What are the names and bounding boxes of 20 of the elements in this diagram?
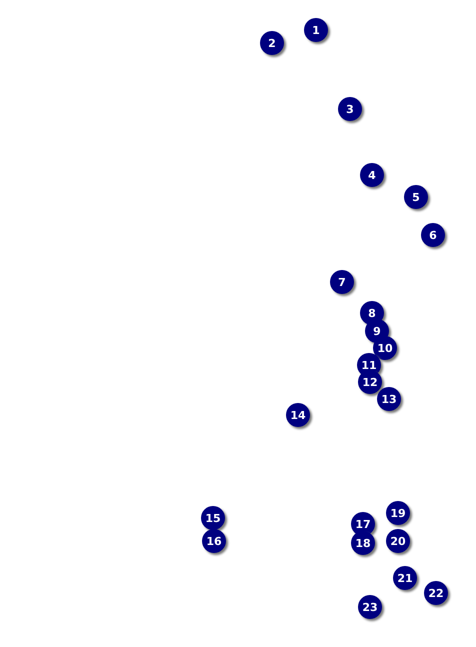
callout-number: 1 (304, 18, 328, 42)
callout-number: 23 (358, 595, 382, 619)
callout-number: 14 (286, 403, 310, 427)
callout-number: 22 (424, 581, 448, 605)
callout-number: 18 (351, 531, 375, 555)
callout-number: 5 (404, 185, 428, 209)
callout-number: 2 (260, 31, 284, 55)
callout-number: 20 (386, 529, 410, 553)
callout-number: 13 (377, 387, 401, 411)
callout-number: 3 (338, 97, 362, 121)
callout-number: 19 (386, 501, 410, 525)
callout-number: 17 (351, 512, 375, 536)
callout-number: 15 (201, 506, 225, 530)
callout-number: 10 (373, 336, 397, 360)
callout-number: 7 (330, 270, 354, 294)
callout-number: 16 (202, 529, 226, 553)
callout-number: 6 (421, 223, 445, 247)
callout-number: 4 (360, 163, 384, 187)
callout-number: 12 (358, 370, 382, 394)
callout-number: 21 (393, 566, 417, 590)
